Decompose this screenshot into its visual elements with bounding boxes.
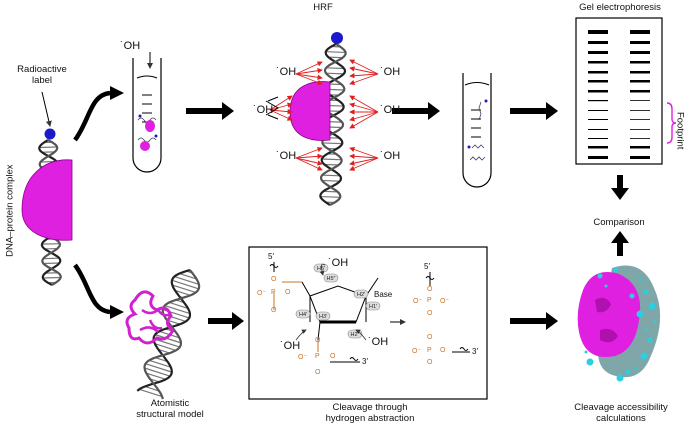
phosphate2-o-minus: O⁻ [298, 354, 308, 361]
gel-panel [575, 17, 677, 165]
mechanism-box: H5′H5″ H4′ H3′ H2′ H1′ H2″ [248, 246, 488, 400]
oh-left-top: ˙OH [276, 66, 297, 78]
atomistic-line1: Atomistic [150, 398, 190, 409]
oh-mech-left: ˙OH [280, 340, 301, 352]
radioactive-label-text: Radioactive label [12, 64, 72, 87]
product2-o-bottom: O [427, 359, 433, 366]
arrow-gel-to-comparison [611, 175, 629, 200]
oh-left-mid: ˙OH [253, 104, 274, 116]
svg-text:H4′: H4′ [299, 312, 307, 318]
cleavage-line1: Cleavage through [332, 402, 408, 413]
dna-protein-complex [21, 91, 73, 286]
footprint-label: Footprint [674, 111, 685, 150]
product1-o-minus-left: O⁻ [413, 298, 423, 305]
product2-o-top: O [427, 334, 433, 341]
reaction-tube [132, 52, 162, 173]
hrf-title: HRF [313, 2, 333, 13]
phosphate-p-top: P [271, 289, 276, 296]
accessibility-model [577, 265, 661, 382]
phosphate-o-bottom: O [271, 307, 277, 314]
radioactive-label-dot [44, 128, 56, 140]
radical-attack-arrows [269, 59, 379, 171]
product2-o-right: O [440, 347, 446, 354]
arrow-to-hrf [186, 102, 234, 120]
phosphate-o-top: O [271, 276, 277, 283]
lower-branch-arrow [73, 263, 111, 315]
hrf-complex [265, 32, 379, 206]
svg-text:H5″: H5″ [327, 276, 336, 282]
hrf-dna-helix [319, 43, 347, 206]
complex-label: DNA–protein complex [4, 164, 16, 257]
fragment-tube [462, 73, 492, 188]
accessibility-label: Cleavage accessibility calculations [560, 402, 682, 425]
arrow-to-accessibility [510, 312, 558, 330]
product1-o-minus-right: O⁻ [440, 298, 450, 305]
phosphate2-o-top: O [315, 337, 321, 344]
five-prime-right: 5′ [424, 262, 430, 271]
atomistic-model-label: Atomistic structural model [120, 398, 220, 421]
arrow-to-gel [510, 102, 558, 120]
product2-o-minus-left: O⁻ [412, 348, 422, 355]
phosphate-o-minus-left: O⁻ [257, 290, 267, 297]
oh-right-mid: ˙OH [380, 104, 401, 116]
three-prime-right: 3′ [472, 347, 478, 356]
svg-text:H2′: H2′ [357, 292, 365, 298]
oh-left-bottom: ˙OH [276, 150, 297, 162]
product1-o-bottom: O [427, 310, 433, 317]
three-prime-left: 3′ [362, 357, 368, 366]
hrf-protein-blob [289, 81, 331, 141]
gel-title: Gel electrophoresis [579, 2, 661, 13]
svg-text:H3′: H3′ [319, 314, 327, 320]
atomistic-line2: structural model [136, 409, 204, 421]
atomistic-model [125, 268, 201, 400]
cleavage-label: Cleavage through hydrogen abstraction [300, 402, 440, 425]
oh-mech-top: ˙OH [328, 257, 349, 269]
oh-right-top: ˙OH [380, 66, 401, 78]
hrf-label-dot [331, 32, 343, 44]
radioactive-line1: Radioactive [17, 64, 67, 75]
svg-text:H1′: H1′ [369, 304, 377, 310]
accessibility-line2: calculations [596, 413, 646, 425]
phosphate2-o-right: O [330, 353, 336, 360]
phosphate-o-right: O [285, 289, 291, 296]
arrow-accessibility-to-comparison [611, 231, 629, 256]
cleavage-line2: hydrogen abstraction [325, 413, 415, 425]
upper-branch-arrow [73, 90, 111, 142]
arrow-to-tube [392, 102, 440, 120]
gel-bands [588, 30, 650, 159]
product1-p: P [427, 297, 432, 304]
svg-text:H2″: H2″ [351, 332, 360, 338]
five-prime-left: 5′ [268, 252, 274, 261]
oh-mech-right: ˙OH [368, 336, 389, 348]
product2-p: P [427, 347, 432, 354]
oh-right-bottom: ˙OH [380, 150, 401, 162]
svg-text:H5′: H5′ [317, 266, 325, 272]
footprint-bracket [666, 102, 677, 144]
comparison-label: Comparison [593, 217, 645, 228]
arrow-to-mechanism [208, 312, 244, 330]
product1-o-top: O [427, 286, 433, 293]
base-label: Base [374, 290, 393, 299]
oh-tube-label: ˙OH [120, 40, 141, 52]
accessibility-line1: Cleavage accessibility [574, 402, 668, 413]
left-protein-blob [21, 159, 73, 241]
phosphate2-o-bottom: O [315, 369, 321, 376]
phosphate2-p: P [315, 353, 320, 360]
radioactive-line2: label [31, 75, 53, 87]
